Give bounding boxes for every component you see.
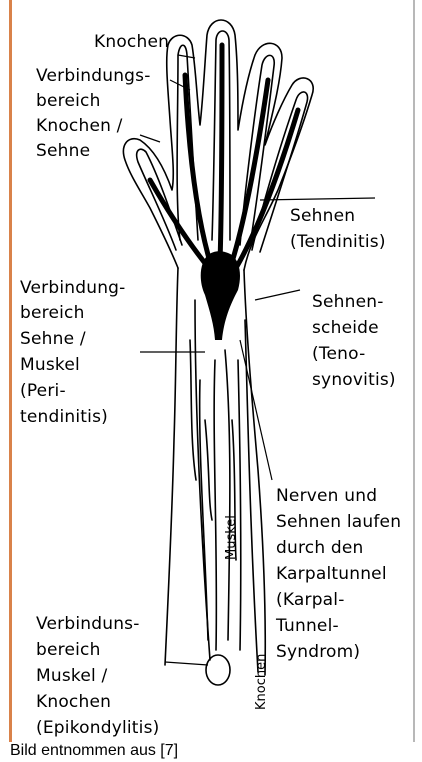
forearm-outline — [165, 268, 178, 665]
carpal-tunnel — [201, 251, 240, 340]
knochen-vertical-label: Knochen — [254, 654, 269, 710]
knochen-label: Knochen — [94, 32, 169, 54]
muskel-vertical-label: Muskel — [224, 515, 239, 560]
tendon — [220, 45, 222, 262]
epicondyle — [206, 655, 230, 685]
image-caption: Bild entnommen aus [7] — [10, 741, 178, 761]
